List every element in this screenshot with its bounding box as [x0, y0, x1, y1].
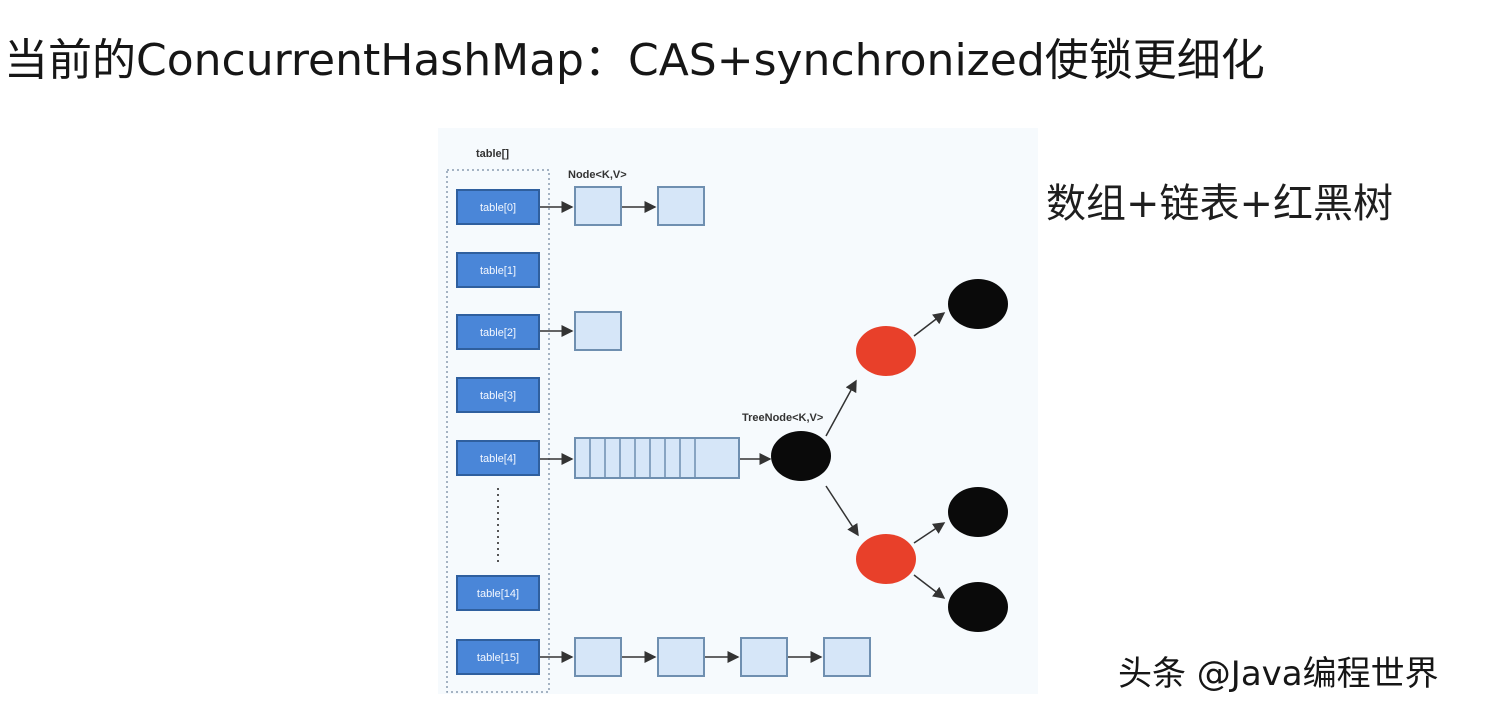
table-slot-15: table[15] [456, 639, 540, 675]
treenode-type-label: TreeNode<K,V> [742, 412, 823, 424]
tree-root-node [771, 431, 831, 481]
author-watermark: 头条 @Java编程世界 [1118, 654, 1439, 694]
data-structure-subtitle: 数组+链表+红黑树 [1046, 181, 1394, 227]
arrow [825, 485, 859, 537]
long-bucket-list [574, 437, 740, 479]
list-node [574, 637, 622, 677]
list-node [574, 186, 622, 226]
table-slot-label: table[3] [480, 390, 516, 402]
list-node [823, 637, 871, 677]
table-slot-label: table[15] [477, 652, 519, 664]
table-array-label: table[] [476, 148, 509, 160]
table-slot-3: table[3] [456, 377, 540, 413]
table-slot-label: table[1] [480, 265, 516, 277]
list-node [740, 637, 788, 677]
table-slot-14: table[14] [456, 575, 540, 611]
tree-black-node [948, 487, 1008, 537]
table-slot-0: table[0] [456, 189, 540, 225]
list-node [657, 186, 705, 226]
arrow [913, 312, 946, 337]
table-slot-label: table[2] [480, 327, 516, 339]
list-node [574, 311, 622, 351]
arrow [825, 379, 857, 437]
tree-red-node [856, 326, 916, 376]
slide-title: 当前的ConcurrentHashMap：CAS+synchronized使锁更… [4, 35, 1265, 86]
table-slot-label: table[0] [480, 202, 516, 214]
table-array-container [446, 169, 550, 693]
tree-black-node [948, 582, 1008, 632]
arrow [913, 574, 946, 599]
tree-black-node [948, 279, 1008, 329]
tree-red-node [856, 534, 916, 584]
table-slot-4: table[4] [456, 440, 540, 476]
node-type-label: Node<K,V> [568, 169, 627, 181]
table-slot-label: table[4] [480, 453, 516, 465]
table-slot-2: table[2] [456, 314, 540, 350]
table-slot-label: table[14] [477, 588, 519, 600]
table-slot-1: table[1] [456, 252, 540, 288]
arrow [913, 522, 946, 544]
list-node [657, 637, 705, 677]
